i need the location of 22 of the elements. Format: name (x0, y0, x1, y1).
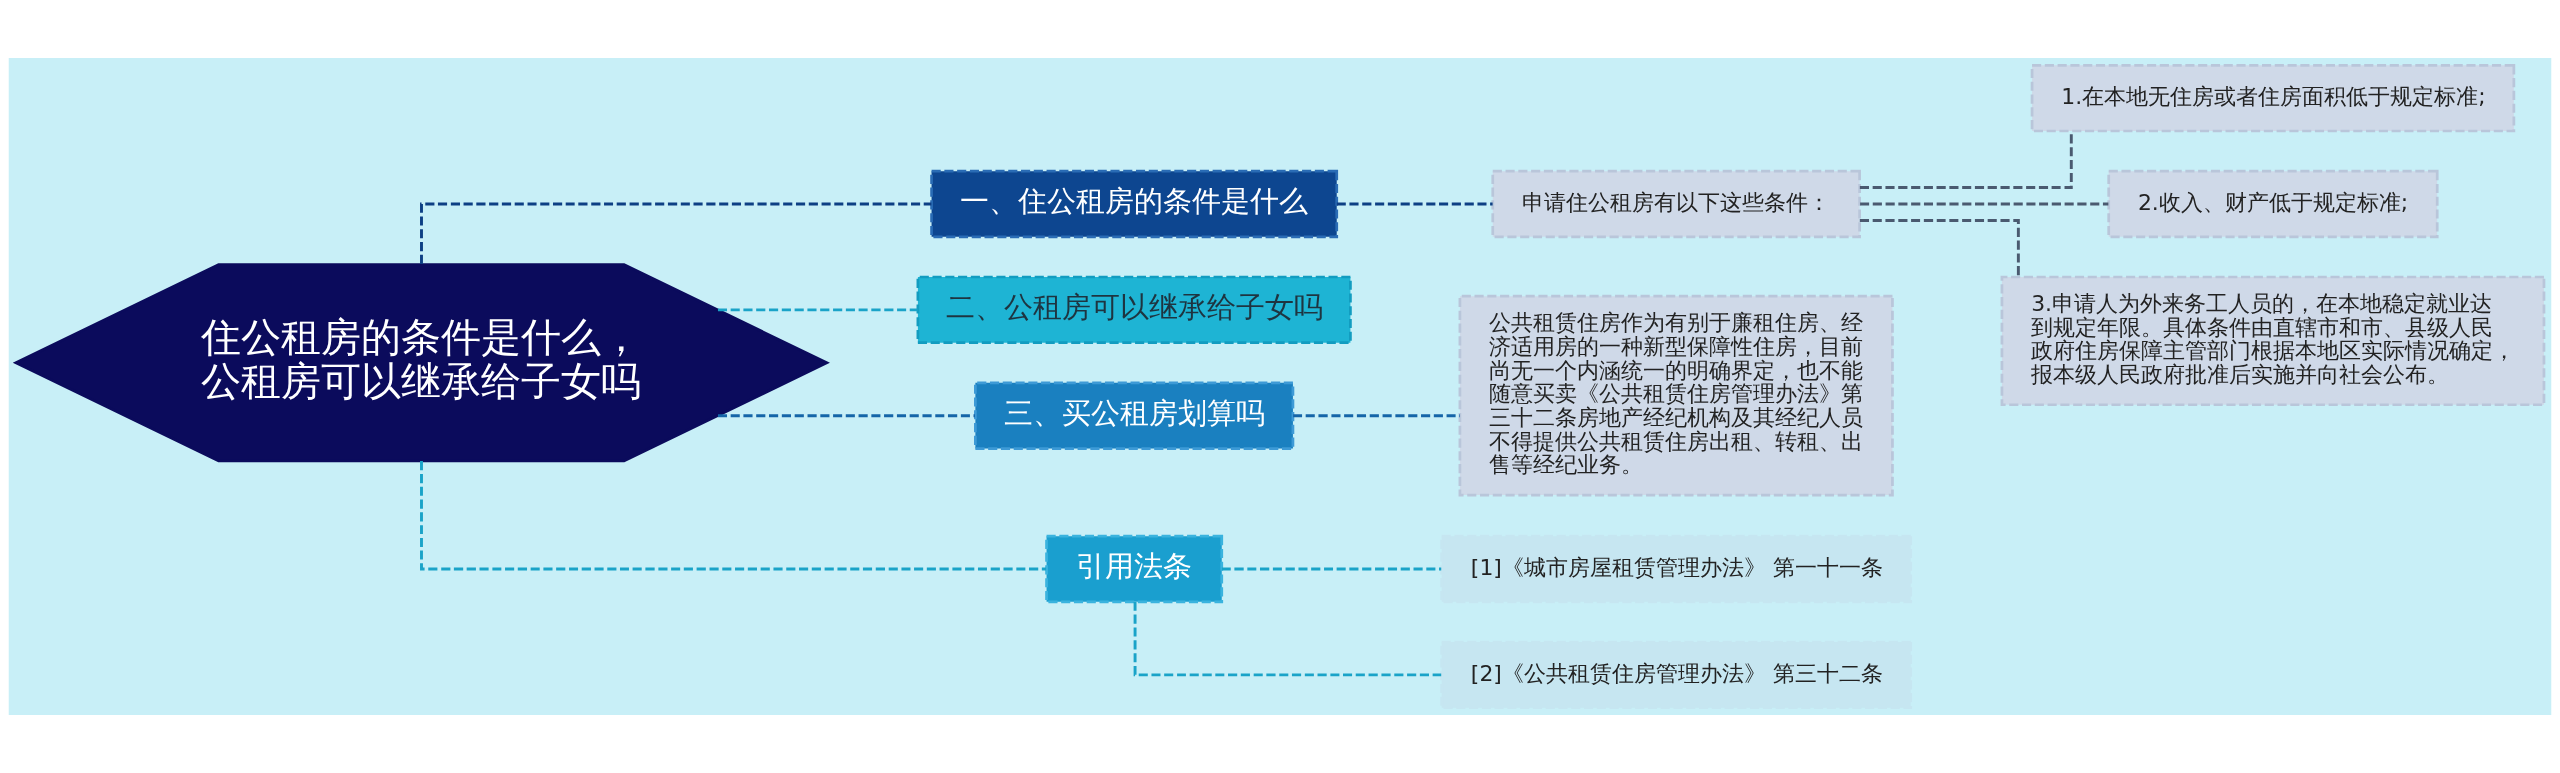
connector (1133, 601, 1442, 677)
connector (1221, 567, 1442, 571)
node-box: [1]《城市房屋租赁管理办法》 第一十一条 (1440, 534, 1913, 604)
node-box: 引用法条 (1045, 534, 1224, 604)
node-box: 申请住公租房有以下这些条件： (1491, 169, 1861, 239)
node-box: 三、买公租房划算吗 (974, 381, 1295, 450)
connector (1293, 414, 1460, 418)
connector (717, 414, 975, 418)
connector (1859, 218, 2020, 277)
connector (1860, 202, 2109, 206)
node-box: 2.收入、财产低于规定标准; (2107, 169, 2439, 239)
connector (1336, 202, 1493, 206)
node-box: 二、公租房可以继承给子女吗 (916, 275, 1352, 345)
connector (420, 461, 1047, 571)
node-box: [2]《公共租赁住房管理办法》 第三十二条 (1440, 640, 1913, 710)
connector (420, 202, 932, 264)
connector (1859, 131, 2073, 190)
node-box: 公共租赁住房作为有别于廉租住房、经济适用房的一种新型保障性住房，目前尚无一个内涵统一的明确界定，也不能随意买卖《公共租赁住房管理办法》第三十二条房地产经纪机构及其经纪人员不得提供公共租赁住房出租、转租、出售等经纪业务。 (1458, 294, 1894, 497)
node-box: 1.在本地无住房或者住房面积低于规定标准; (2030, 63, 2516, 133)
node-box: 一、住公租房的条件是什么 (930, 169, 1339, 239)
node-box: 3.申请人为外来务工人员的，在本地稳定就业达到规定年限。具体条件由直辖市和市、县级人民政府住房保障主管部门根据本地区实际情况确定，报本级人民政府批准后实施并向社会公布。 (2000, 275, 2546, 407)
connector (717, 308, 918, 312)
